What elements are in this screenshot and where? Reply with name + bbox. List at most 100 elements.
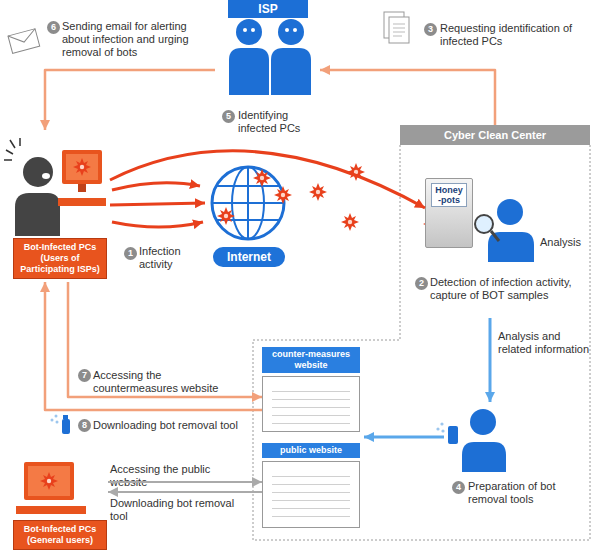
envelope-icon (8, 29, 40, 54)
arrow-connector (108, 481, 262, 483)
spray-mist (441, 429, 444, 432)
virus-burst (274, 186, 292, 204)
person-eye (251, 28, 255, 32)
person-body (229, 48, 269, 95)
globe-lines (212, 167, 284, 239)
globe-outline (212, 167, 284, 239)
arrow-connector (68, 282, 262, 397)
arrow-connector (45, 282, 262, 410)
callout-number: 6 (47, 21, 60, 34)
node-text: Bot-Infected PCs (General users) (13, 520, 107, 550)
infection-arrow (112, 183, 200, 190)
person-eye (293, 28, 297, 32)
step-text: Analysis (540, 236, 590, 249)
website-box: public website (262, 443, 360, 528)
person-head (497, 199, 523, 225)
pc-monitor (24, 462, 74, 500)
arrow-connector (110, 151, 425, 208)
spray-can (448, 426, 458, 444)
edge-label: Requesting identification of infected PC… (440, 22, 590, 48)
node-text: counter-measures website (262, 347, 360, 373)
step-text: Analysis and related information (498, 330, 593, 356)
callout-number: 5 (222, 110, 235, 123)
person-body (462, 442, 506, 472)
pc-stand (78, 184, 86, 192)
virus-burst (73, 158, 91, 176)
callout-number: 7 (78, 369, 91, 382)
arrow-connector (110, 203, 205, 205)
pc-screen (66, 154, 98, 180)
callout-number: 1 (124, 247, 137, 260)
webpage-lines (272, 469, 350, 520)
isp-group: ISP (215, 0, 320, 108)
person-body (15, 193, 60, 236)
virus-burst (217, 207, 235, 225)
arrow-connector (108, 491, 262, 493)
spray-can (62, 419, 70, 434)
virus-burst (253, 169, 271, 187)
document-lines (393, 24, 405, 36)
step-text: Detection of infection activity, capture… (430, 276, 575, 302)
edge-label: Accessing the countermeasures website (93, 369, 238, 395)
person-eye (285, 28, 289, 32)
website-box: counter-measures website (262, 347, 360, 432)
flow-arrow (364, 436, 444, 439)
edge-label: Accessing the public website (110, 463, 250, 489)
node-text: Bot-Infected PCs (Users of Participating… (13, 238, 107, 279)
pc-monitor (62, 150, 102, 184)
callout-number: 4 (452, 481, 465, 494)
virus-burst (341, 213, 359, 231)
person-body (488, 232, 534, 262)
webpage-frame (262, 461, 360, 528)
internet-globe: Internet (205, 163, 293, 267)
step-text: Identifying infected PCs (238, 109, 318, 135)
node-text: public website (262, 443, 360, 458)
step-text: Preparation of bot removal tools (468, 480, 578, 506)
region-outline (253, 145, 590, 540)
alarm-spikes (4, 138, 20, 160)
node-text: ISP (228, 0, 308, 18)
honeypot-server: Honey -pots (425, 178, 473, 248)
person-head (470, 409, 496, 435)
document-icon (389, 17, 409, 43)
spray-mist (436, 427, 439, 430)
spray-mist (51, 419, 54, 422)
person-head (23, 157, 53, 187)
virus-burst (309, 183, 327, 201)
envelope-flap (8, 29, 38, 46)
magnifier-handle (491, 231, 499, 241)
person-mouth (42, 173, 50, 179)
infection-arrow (112, 222, 203, 227)
callout-number: 8 (78, 419, 91, 432)
infected-pc-general: Bot-Infected PCs (General users) (10, 460, 108, 552)
envelope-body (8, 29, 40, 54)
spray-nozzle (63, 415, 68, 419)
spray-mist (440, 422, 443, 425)
flow-arrow (489, 318, 492, 402)
callout-number: 2 (415, 277, 428, 290)
pc-keyboard (16, 506, 86, 514)
arrow-connector (45, 70, 215, 130)
callout-number: 3 (424, 23, 437, 36)
node-text: Honey -pots (431, 183, 467, 207)
node-text: Cyber Clean Center (400, 125, 590, 145)
spray-mist (56, 421, 59, 424)
person-body (271, 48, 311, 95)
pc-keyboard (58, 198, 106, 206)
webpage-lines (272, 384, 350, 424)
edge-label: Sending email for alerting about infecti… (62, 20, 212, 59)
arrow-connector (320, 70, 495, 125)
infected-pc-user: Bot-Infected PCs (Users of Participating… (10, 130, 110, 282)
edge-label: Downloading bot removal tool (110, 497, 250, 523)
magnifier-glass (475, 215, 493, 233)
node-text: Internet (213, 247, 285, 267)
pc-screen (28, 466, 70, 496)
person-head (278, 19, 304, 45)
person-head (236, 19, 262, 45)
spray-mist (55, 415, 58, 418)
webpage-frame (262, 376, 360, 432)
step-text: Infection activity (139, 245, 201, 271)
edge-label: Downloading bot removal tool (93, 419, 258, 432)
